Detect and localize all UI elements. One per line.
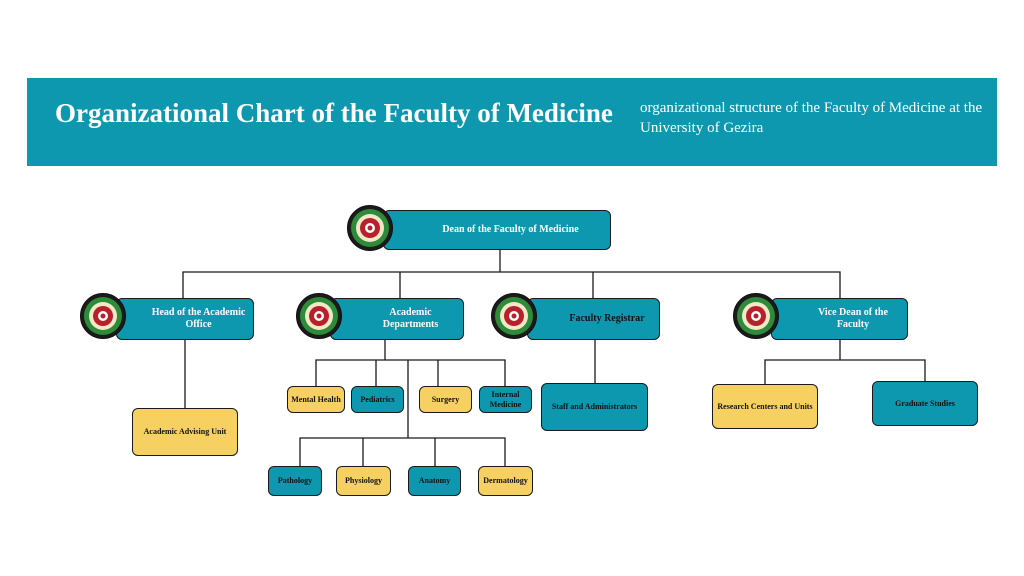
university-emblem-icon: [491, 293, 537, 339]
mental-health-label: Mental Health: [291, 394, 341, 404]
dermatology-box: Dermatology: [478, 466, 533, 496]
academic-departments-box: Academic Departments: [330, 298, 464, 340]
research-centers-box: Research Centers and Units: [712, 384, 818, 429]
surgery-box: Surgery: [419, 386, 472, 413]
header-banner: Organizational Chart of the Faculty of M…: [27, 78, 997, 166]
page-title: Organizational Chart of the Faculty of M…: [55, 98, 613, 128]
staff-administrators-label: Staff and Administrators: [551, 402, 638, 411]
university-emblem-icon: [347, 205, 393, 251]
graduate-studies-label: Graduate Studies: [895, 398, 955, 408]
page-subtitle: organizational structure of the Faculty …: [640, 100, 983, 136]
pediatrics-label: Pediatrics: [360, 394, 395, 404]
academic-office-label: Head of the Academic Office: [151, 307, 246, 330]
academic-advising-unit-label: Academic Advising Unit: [143, 427, 227, 436]
academic-advising-unit-box: Academic Advising Unit: [132, 408, 238, 456]
dean-label: Dean of the Faculty of Medicine: [442, 224, 579, 235]
university-emblem-icon: [296, 293, 342, 339]
academic-departments-label: Academic Departments: [382, 307, 439, 330]
internal-medicine-label: Internal Medicine: [489, 389, 522, 409]
research-centers-label: Research Centers and Units: [717, 401, 813, 411]
staff-administrators-box: Staff and Administrators: [541, 383, 648, 431]
faculty-registrar-box: Faculty Registrar: [527, 298, 660, 340]
internal-medicine-box: Internal Medicine: [479, 386, 532, 413]
dermatology-label: Dermatology: [483, 476, 528, 485]
dean-box: Dean of the Faculty of Medicine: [383, 210, 611, 250]
surgery-label: Surgery: [431, 394, 460, 404]
faculty-registrar-label: Faculty Registrar: [569, 313, 645, 324]
university-emblem-icon: [80, 293, 126, 339]
vice-dean-label: Vice Dean of the Faculty: [818, 307, 888, 330]
university-emblem-icon: [733, 293, 779, 339]
academic-office-box: Head of the Academic Office: [116, 298, 254, 340]
mental-health-box: Mental Health: [287, 386, 345, 413]
physiology-label: Physiology: [345, 476, 382, 485]
pathology-label: Pathology: [277, 476, 313, 485]
physiology-box: Physiology: [336, 466, 391, 496]
pathology-box: Pathology: [268, 466, 322, 496]
anatomy-box: Anatomy: [408, 466, 461, 496]
anatomy-label: Anatomy: [418, 476, 451, 485]
vice-dean-box: Vice Dean of the Faculty: [771, 298, 908, 340]
graduate-studies-box: Graduate Studies: [872, 381, 978, 426]
pediatrics-box: Pediatrics: [351, 386, 404, 413]
